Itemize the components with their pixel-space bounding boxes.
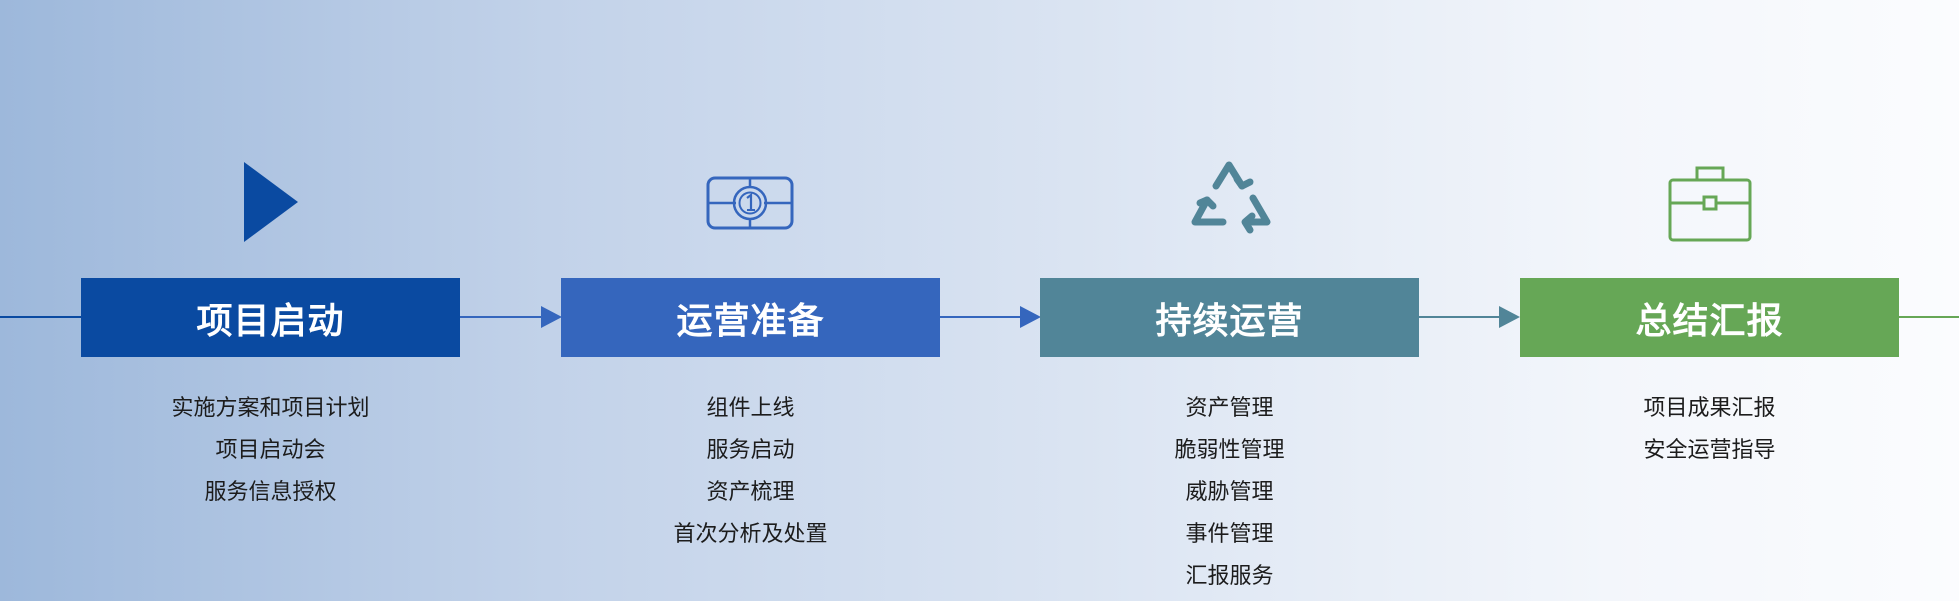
stage-title-operation-prep: 运营准备 xyxy=(561,278,940,357)
stage-title-project-start: 项目启动 xyxy=(81,278,460,357)
list-item: 服务启动 xyxy=(706,438,795,463)
connector-lead-out xyxy=(1898,316,1959,318)
stage-items-continuous-operation: 资产管理 脆弱性管理 威胁管理 事件管理 汇报服务 xyxy=(1040,388,1419,598)
stage-items-project-start: 实施方案和项目计划 项目启动会 服务信息授权 xyxy=(81,388,460,514)
stage-items-summary-report: 项目成果汇报 安全运营指导 xyxy=(1520,388,1899,472)
list-item: 组件上线 xyxy=(706,396,795,421)
list-item: 脆弱性管理 xyxy=(1174,438,1285,463)
list-item: 服务信息授权 xyxy=(204,480,337,505)
connector-2-3 xyxy=(939,316,1023,318)
list-item: 项目成果汇报 xyxy=(1643,396,1776,421)
arrow-2-3-icon xyxy=(1020,306,1041,328)
list-item: 实施方案和项目计划 xyxy=(171,396,370,421)
recycle-icon xyxy=(1180,160,1280,244)
briefcase-icon xyxy=(1659,160,1759,244)
list-item: 项目启动会 xyxy=(215,438,326,463)
connector-1-2 xyxy=(460,316,544,318)
connector-3-4 xyxy=(1418,316,1502,318)
list-item: 首次分析及处置 xyxy=(673,522,828,547)
arrow-1-2-icon xyxy=(541,306,562,328)
list-item: 威胁管理 xyxy=(1185,480,1274,505)
play-triangle-icon xyxy=(220,160,320,244)
stage-items-operation-prep: 组件上线 服务启动 资产梳理 首次分析及处置 xyxy=(561,388,940,556)
list-item: 汇报服务 xyxy=(1185,564,1274,589)
list-item: 资产管理 xyxy=(1185,396,1274,421)
list-item: 事件管理 xyxy=(1185,522,1274,547)
list-item: 安全运营指导 xyxy=(1643,438,1776,463)
list-item: 资产梳理 xyxy=(706,480,795,505)
arrow-3-4-icon xyxy=(1499,306,1520,328)
connector-lead-in xyxy=(0,316,82,318)
target-ticket-icon xyxy=(700,160,800,244)
stage-title-continuous-operation: 持续运营 xyxy=(1040,278,1419,357)
stage-title-summary-report: 总结汇报 xyxy=(1520,278,1899,357)
